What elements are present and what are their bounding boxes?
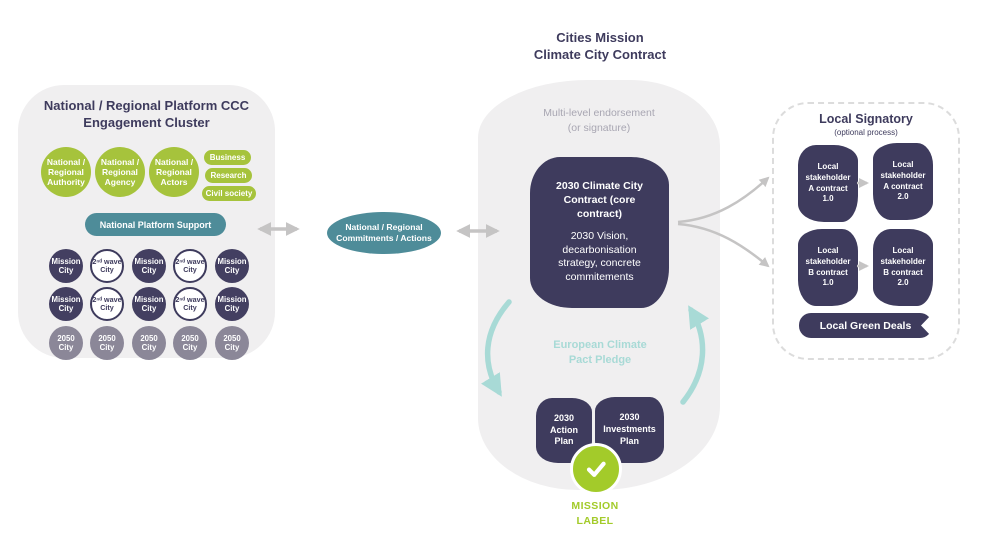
mission-city-node: Mission City [215, 287, 249, 321]
local-green-deals-label: Local Green Deals [819, 319, 912, 332]
node-national-regional-authority: National / Regional Authority [41, 147, 91, 197]
mission-label-badge [570, 443, 622, 495]
core-contract-title: 2030 Climate City Contract (core contrac… [556, 180, 643, 220]
mission-city-node: Mission City [49, 287, 83, 321]
node-national-regional-actors: National / Regional Actors [149, 147, 199, 197]
national-platform-support-pill: National Platform Support [85, 213, 226, 236]
pact-pledge-label: European Climate Pact Pledge [553, 339, 647, 366]
second-wave-city-node: 2ⁿᵈ wave City [90, 287, 124, 321]
cities-mission-heading: Cities Mission Climate City Contract [533, 30, 667, 62]
node-civil-society: Civil society [202, 186, 256, 201]
city-2050-node: 2050 City [173, 326, 207, 360]
node-research: Research [205, 168, 252, 183]
checkmark-icon [586, 461, 606, 477]
city-2050-node: 2050 City [132, 326, 166, 360]
stakeholder-a-contract-1-blob: Local stakeholder A contract 1.0 [798, 145, 858, 222]
node-national-regional-agency: National / Regional Agency [95, 147, 145, 197]
second-wave-city-node: 2ⁿᵈ wave City [173, 249, 207, 283]
stakeholder-b-contract-1-blob: Local stakeholder B contract 1.0 [798, 229, 858, 306]
city-2050-node: 2050 City [215, 326, 249, 360]
local-signatory-title: Local Signatory [819, 112, 913, 126]
local-signatory-cluster: Local Signatory (optional process) Local… [772, 102, 960, 360]
national-platform-cluster: National / Regional Platform CCC Engagem… [18, 85, 275, 360]
stakeholder-a-contract-2-blob: Local stakeholder A contract 2.0 [873, 143, 933, 220]
mission-city-node: Mission City [132, 249, 166, 283]
node-business: Business [204, 150, 251, 165]
local-green-deals-ribbon: Local Green Deals [799, 313, 933, 338]
second-wave-city-node: 2ⁿᵈ wave City [90, 249, 124, 283]
stakeholder-b-contract-2-blob: Local stakeholder B contract 2.0 [873, 229, 933, 306]
mission-city-node: Mission City [132, 287, 166, 321]
city-2050-node: 2050 City [49, 326, 83, 360]
local-signatory-subtitle: (optional process) [834, 128, 898, 137]
second-wave-city-node: 2ⁿᵈ wave City [173, 287, 207, 321]
ribbon-notch [921, 313, 933, 338]
core-contract-body: 2030 Vision, decarbonisation strategy, c… [558, 230, 641, 284]
mission-label-text: MISSION LABEL [571, 500, 619, 527]
core-contract-blob: 2030 Climate City Contract (core contrac… [530, 157, 669, 308]
mission-city-node: Mission City [49, 249, 83, 283]
left-cluster-title: National / Regional Platform CCC Engagem… [43, 98, 250, 130]
endorsement-caption: Multi-level endorsement (or signature) [543, 107, 655, 134]
city-2050-node: 2050 City [90, 326, 124, 360]
commitments-actions-oval: National / Regional Commitments / Action… [327, 212, 441, 254]
mission-city-node: Mission City [215, 249, 249, 283]
